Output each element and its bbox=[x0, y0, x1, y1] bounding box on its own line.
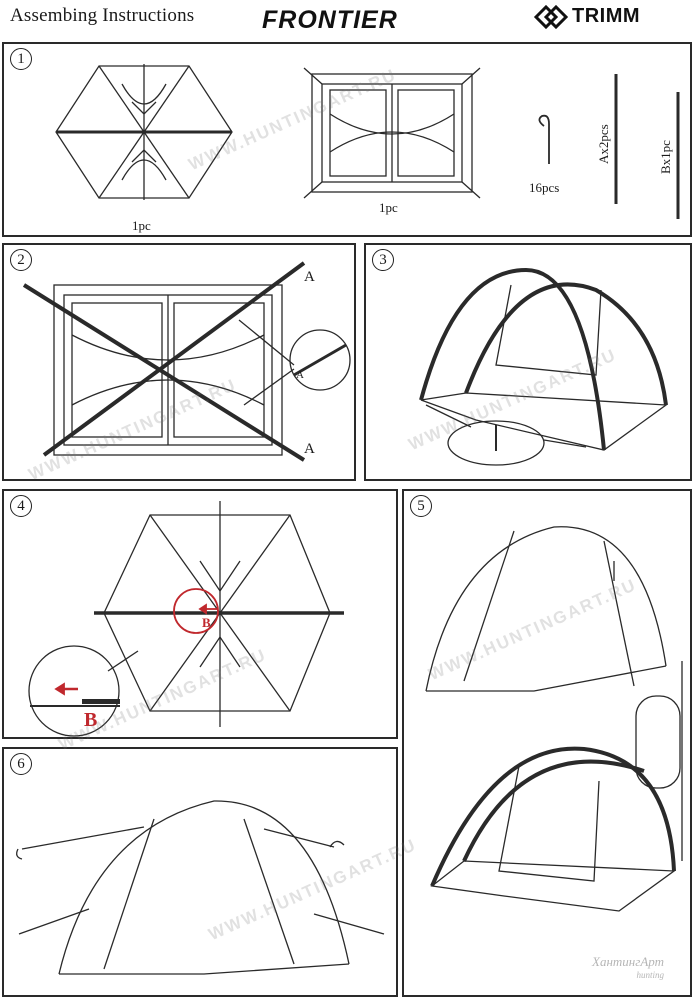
pole-b-insertion-illustration bbox=[28, 501, 344, 737]
panel-step-3: 3 bbox=[364, 243, 692, 481]
qty-tent: 1pc bbox=[132, 218, 151, 233]
panel-step-1: 1 1pc 1pc 16pcs Ax2pcs Bx1pc bbox=[2, 42, 692, 237]
trimm-logo: TRIMM bbox=[530, 3, 690, 31]
label-pole-b-small: B bbox=[202, 615, 211, 630]
panel-step-4: 4 B B bbox=[2, 489, 398, 739]
logo-text: TRIMM bbox=[572, 5, 641, 27]
step-number: 2 bbox=[10, 249, 32, 271]
brand-name: FRONTIER bbox=[262, 6, 398, 34]
qty-pole-b: Bx1pc bbox=[658, 140, 673, 174]
label-pole-a-bottom: A bbox=[304, 441, 315, 457]
logo-icon bbox=[533, 4, 569, 30]
step-number: 5 bbox=[410, 495, 432, 517]
label-pole-b-zoom: B bbox=[84, 709, 98, 731]
step-number: 6 bbox=[10, 753, 32, 775]
signature-watermark: ХантингАрт hunting bbox=[592, 954, 664, 980]
floor-with-poles-illustration bbox=[22, 261, 351, 462]
page-title: Assembing Instructions bbox=[10, 5, 195, 26]
qty-floor: 1pc bbox=[379, 200, 398, 215]
panel-step-6: 6 bbox=[2, 747, 398, 997]
signature-text: ХантингАрт bbox=[592, 954, 664, 969]
qty-pole-a: Ax2pcs bbox=[596, 124, 611, 164]
step-number: 1 bbox=[10, 48, 32, 70]
label-pole-a-zoom: A bbox=[296, 369, 304, 381]
components-illustration bbox=[55, 64, 680, 219]
qty-pegs: 16pcs bbox=[529, 180, 560, 195]
signature-subtext: hunting bbox=[636, 970, 664, 980]
attach-clips-illustration bbox=[425, 526, 683, 912]
label-pole-a-top: A bbox=[304, 269, 315, 285]
step-number: 3 bbox=[372, 249, 394, 271]
guy-lines-illustration bbox=[16, 800, 385, 975]
panel-step-5: 5 bbox=[402, 489, 692, 997]
dome-frame-illustration bbox=[419, 267, 668, 466]
step-number: 4 bbox=[10, 495, 32, 517]
panel-step-2: 2 A A A bbox=[2, 243, 356, 481]
